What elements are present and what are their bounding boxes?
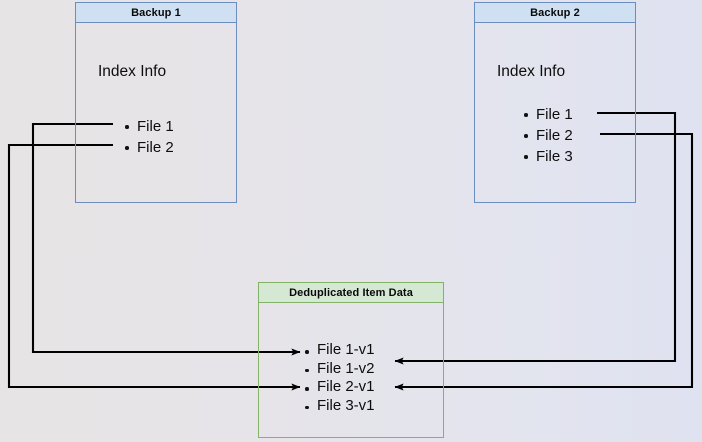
list-item[interactable]: File 3 xyxy=(522,146,573,167)
dedup-item-list: File 1-v1 File 1-v2 File 2-v1 File 3-v1 xyxy=(303,341,375,415)
node-backup-2-body: Index Info File 1 File 2 File 3 xyxy=(475,23,635,202)
list-item[interactable]: File 1 xyxy=(123,116,174,137)
list-item[interactable]: File 3-v1 xyxy=(303,397,375,416)
node-backup-2[interactable]: Backup 2 Index Info File 1 File 2 File 3 xyxy=(474,2,636,203)
list-item[interactable]: File 1-v1 xyxy=(303,341,375,360)
list-item[interactable]: File 2-v1 xyxy=(303,378,375,397)
node-backup-1-body: Index Info File 1 File 2 xyxy=(76,23,236,202)
list-item[interactable]: File 2 xyxy=(522,125,573,146)
list-item[interactable]: File 1-v2 xyxy=(303,360,375,379)
backup-2-index-info-label: Index Info xyxy=(497,63,566,80)
list-item[interactable]: File 2 xyxy=(123,137,174,158)
backup-2-file-list: File 1 File 2 File 3 xyxy=(522,104,573,167)
node-backup-1[interactable]: Backup 1 Index Info File 1 File 2 xyxy=(75,2,237,203)
backup-1-index-info-label: Index Info xyxy=(98,63,167,80)
node-backup-1-title: Backup 1 xyxy=(76,3,236,23)
node-deduplicated-item-data[interactable]: Deduplicated Item Data File 1-v1 File 1-… xyxy=(258,282,444,438)
node-backup-2-title: Backup 2 xyxy=(475,3,635,23)
node-deduplicated-item-data-title: Deduplicated Item Data xyxy=(259,283,443,303)
list-item[interactable]: File 1 xyxy=(522,104,573,125)
node-deduplicated-item-data-body: File 1-v1 File 1-v2 File 2-v1 File 3-v1 xyxy=(259,303,443,437)
backup-1-file-list: File 1 File 2 xyxy=(123,116,174,158)
